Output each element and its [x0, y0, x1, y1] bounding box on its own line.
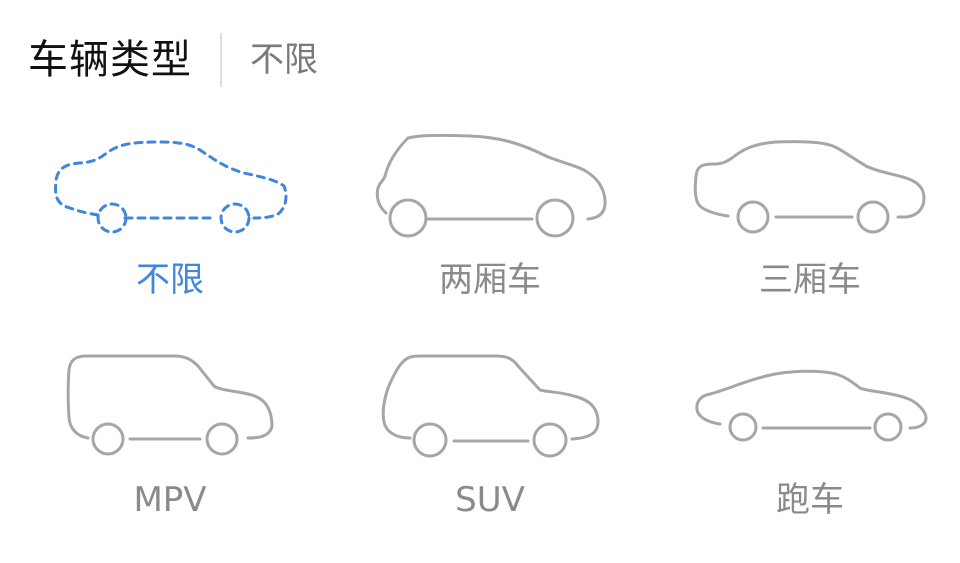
vehicle-option-sports-car[interactable]: 跑车 [680, 342, 940, 542]
mpv-icon [66, 354, 274, 456]
hatchback-icon [375, 133, 607, 238]
header-divider [220, 33, 222, 87]
sedan-icon [693, 140, 926, 234]
vehicle-option-label: 两厢车 [439, 260, 541, 300]
vehicle-type-header: 车辆类型 不限 [28, 30, 318, 90]
vehicle-type-title: 车辆类型 [28, 37, 192, 83]
vehicle-option-label: 跑车 [776, 480, 844, 520]
vehicle-option-label: 不限 [136, 260, 204, 300]
vehicle-option-suv[interactable]: SUV [360, 342, 620, 542]
sports-car-icon [695, 369, 928, 442]
vehicle-option-mpv[interactable]: MPV [50, 342, 310, 542]
vehicle-option-hatchback[interactable]: 两厢车 [360, 120, 620, 320]
car-outline-dashed-icon [54, 140, 288, 234]
vehicle-option-unlimited[interactable]: 不限 [40, 120, 300, 320]
vehicle-option-sedan[interactable]: 三厢车 [680, 120, 940, 320]
vehicle-option-label: SUV [455, 480, 525, 520]
vehicle-type-current-value: 不限 [250, 40, 318, 80]
vehicle-option-label: MPV [133, 480, 207, 520]
vehicle-option-label: 三厢车 [759, 260, 861, 300]
suv-icon [381, 354, 600, 458]
